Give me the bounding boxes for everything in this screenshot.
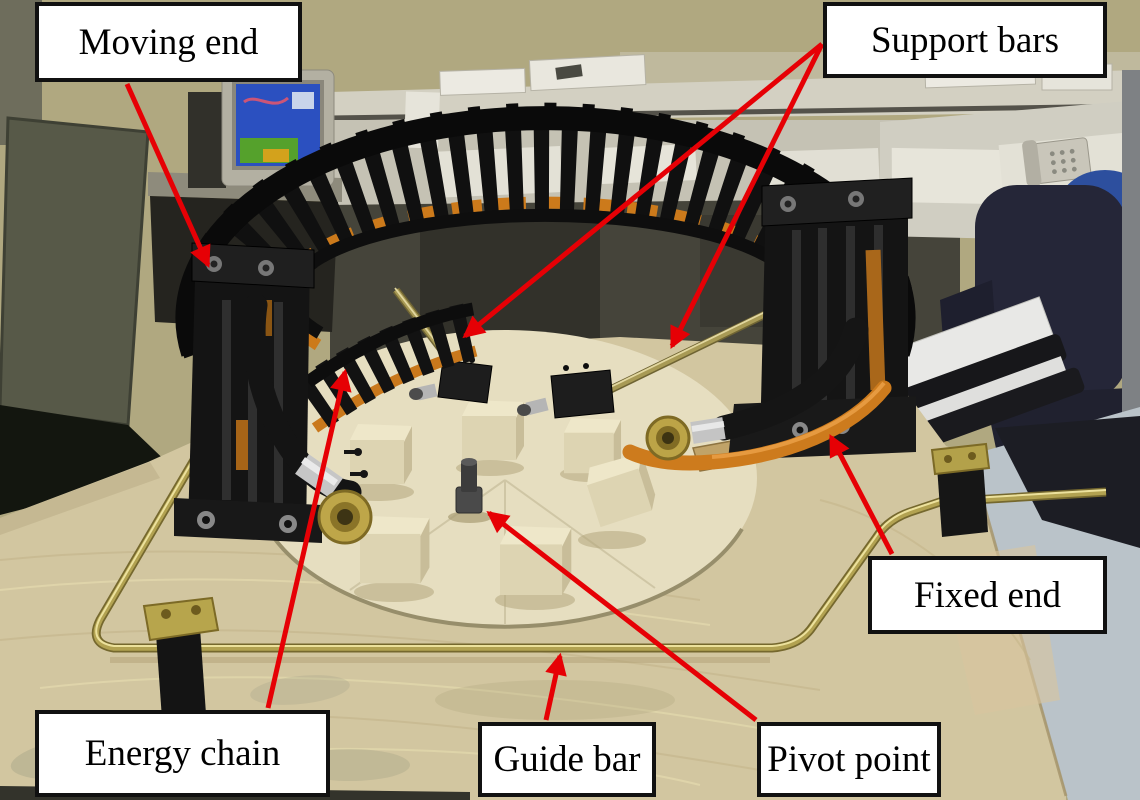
label-text: Moving end (78, 21, 259, 63)
label-fixed-end: Fixed end (868, 556, 1107, 634)
label-support-bars: Support bars (823, 2, 1107, 78)
crt-monitor (221, 69, 335, 197)
hydraulic-hose-black (711, 317, 869, 441)
wooden-cube (462, 400, 524, 460)
label-text: Guide bar (493, 739, 641, 780)
partition-panel (0, 116, 150, 427)
wooden-cube (500, 526, 572, 595)
support-bar-1 (392, 287, 493, 404)
dark-floor (0, 405, 175, 515)
support-bar-arrow-1 (462, 42, 824, 339)
guide-bar-clamp-right (930, 442, 991, 537)
label-text: Support bars (870, 19, 1060, 61)
paper (891, 147, 1013, 205)
label-text: Fixed end (914, 574, 1061, 616)
pillar (1122, 70, 1140, 415)
paper-stack (528, 54, 647, 92)
guide-bar (91, 423, 1107, 719)
energy-chain-arrow (265, 368, 352, 709)
label-guide-bar: Guide bar (478, 722, 656, 797)
fixed-end-bracket (622, 177, 916, 471)
pc-tower (188, 92, 226, 188)
support-bar-2 (517, 296, 797, 419)
brass-fitting (645, 415, 691, 461)
label-energy-chain: Energy chain (35, 710, 330, 797)
telephone (1022, 137, 1092, 187)
guide-bar-arrow (543, 652, 567, 721)
loose-screws (344, 448, 368, 478)
brass-fitting (317, 489, 373, 545)
hose-ferrule (690, 417, 726, 444)
annotation-arrows (124, 42, 895, 722)
moving-end-arrow (124, 82, 211, 269)
chair-base (995, 416, 1140, 548)
moving-end-bracket (174, 242, 373, 545)
paper-stack (439, 67, 526, 96)
guide-bar-clamp-left (142, 596, 220, 719)
label-pivot-point: Pivot point (757, 722, 941, 797)
label-moving-end: Moving end (35, 2, 302, 82)
pivot-bolt (448, 458, 492, 523)
hydraulic-hose-orange (622, 380, 892, 471)
fixed-end-arrow (828, 434, 895, 556)
label-text: Pivot point (767, 739, 931, 780)
stapler (555, 64, 583, 80)
ring-binders (869, 296, 1085, 452)
support-bar-arrow-2 (669, 42, 825, 349)
label-text: Energy chain (84, 733, 281, 774)
pivot-point-arrow (486, 510, 758, 722)
